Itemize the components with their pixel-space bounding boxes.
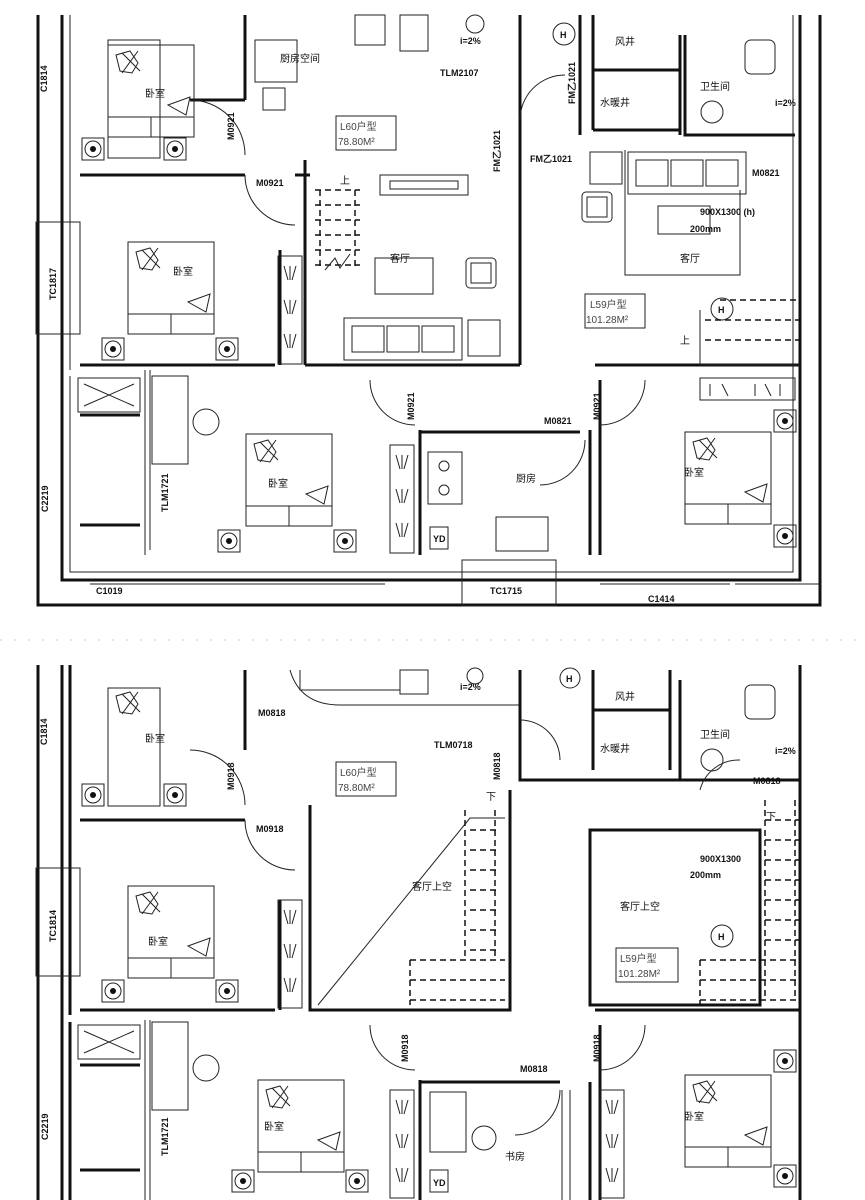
window-code-c1019: C1019 [96,586,123,596]
door-code-tlm1721: TLM1721 [160,473,170,512]
unit-name-l59: L59户型 [590,298,627,311]
top-plan-labels: 卧室 卧室 卧室 卧室 厨房空间 客厅 客厅 厨房 卫生间 风井 水暖井 L60… [39,30,796,604]
stair-down-label-2: 下 [766,812,776,823]
door-code-m0921-b: M0921 [256,178,284,188]
door-code-tlm1721-b: TLM1721 [160,1117,170,1156]
top-floor-plan [35,14,822,607]
window-code-tc1715: TC1715 [490,586,522,596]
door-code-m0821-b: M0821 [752,168,780,178]
door-code-m0818-a: M0818 [258,708,286,718]
door-code-m0821-a: M0821 [544,416,572,426]
door-code-tlm2107: TLM2107 [440,68,479,78]
room-label-bedroom-4: 卧室 [684,466,704,479]
door-code-m0918-c: M0918 [400,1034,410,1062]
room-label-study: 书房 [505,1150,525,1163]
door-code-m0918-b: M0918 [256,824,284,834]
stair-up-label-1: 上 [340,175,350,187]
duct-note-4: 200mm [690,870,721,880]
slope-label-4: i=2% [775,746,796,756]
stair-up-label-2: 上 [680,335,690,347]
room-label-bedroom-6: 卧室 [148,935,168,948]
bottom-floor-plan [0,639,865,1200]
unit-name-l59-b: L59户型 [620,952,657,965]
grid-bubble-c: H [566,674,573,684]
yd-label-b: YD [433,1178,446,1188]
bottom-plan-labels: 卧室 卧室 卧室 卧室 客厅上空 客厅上空 书房 卫生间 风井 水暖井 L60户… [39,674,796,1188]
window-code-tc1817: TC1817 [48,268,58,300]
door-code-m0921-c: M0921 [406,392,416,420]
room-label-kitchen-space: 厨房空间 [280,52,320,65]
door-code-m0918-d: M0918 [592,1034,602,1062]
window-code-c1414: C1414 [648,594,675,604]
room-label-bedroom-8: 卧室 [684,1110,704,1123]
door-code-fm1021-b: FM乙1021 [530,154,572,164]
room-label-bedroom-2: 卧室 [173,265,193,278]
duct-note-2: 200mm [690,224,721,234]
slope-label-3: i=2% [460,682,481,692]
unit-area-l59-b: 101.28M² [618,969,661,980]
stair-down-label-1: 下 [486,792,496,803]
room-label-bathroom-b: 卫生间 [700,728,730,741]
door-code-m0818-b: M0818 [520,1064,548,1074]
yd-label: YD [433,534,446,544]
room-label-living-room-1: 客厅 [390,252,410,265]
grid-bubble-b: H [718,305,725,315]
room-label-living-void-1: 客厅上空 [412,880,452,893]
slope-label-1: i=2% [460,36,481,46]
door-code-m0818-d: M0818 [492,752,502,780]
room-label-bedroom-3: 卧室 [268,477,288,490]
unit-area-l60: 78.80M² [338,137,375,148]
room-label-bathroom: 卫生间 [700,80,730,93]
duct-note-3: 900X1300 [700,854,741,864]
door-code-m0921-a: M0921 [226,112,236,140]
unit-name-l60-b: L60户型 [340,766,377,779]
door-code-m0918-a: M0918 [226,762,236,790]
door-code-fm1021-a: FM乙1021 [492,130,502,172]
room-label-water-shaft: 水暖井 [600,96,630,109]
unit-area-l59: 101.28M² [586,315,629,326]
room-label-bedroom-5: 卧室 [145,732,165,745]
door-code-tlm0718: TLM0718 [434,740,473,750]
room-label-air-shaft: 风井 [615,35,635,48]
room-label-air-shaft-b: 风井 [615,690,635,703]
room-label-bedroom-7: 卧室 [264,1120,284,1133]
room-label-living-void-2: 客厅上空 [620,900,660,913]
unit-area-l60-b: 78.80M² [338,783,375,794]
room-label-kitchen: 厨房 [516,472,536,485]
slope-label-2: i=2% [775,98,796,108]
window-code-c1814: C1814 [39,65,49,92]
room-label-living-room-2: 客厅 [680,252,700,265]
room-label-water-shaft-b: 水暖井 [600,742,630,755]
door-code-fm1021-c: FM乙1021 [567,62,577,104]
unit-name-l60: L60户型 [340,120,377,133]
window-code-c2219: C2219 [40,485,50,512]
door-code-m0921-d: M0921 [592,392,602,420]
window-code-c2219-b: C2219 [40,1113,50,1140]
door-code-m0818-c: M0818 [753,776,781,786]
duct-note-1: 900X1300 (h) [700,207,755,217]
window-code-c1814-b: C1814 [39,718,49,745]
room-label-bedroom-1: 卧室 [145,87,165,100]
grid-bubble-a: H [560,30,567,40]
grid-bubble-d: H [718,932,725,942]
window-code-tc1814: TC1814 [48,910,58,942]
